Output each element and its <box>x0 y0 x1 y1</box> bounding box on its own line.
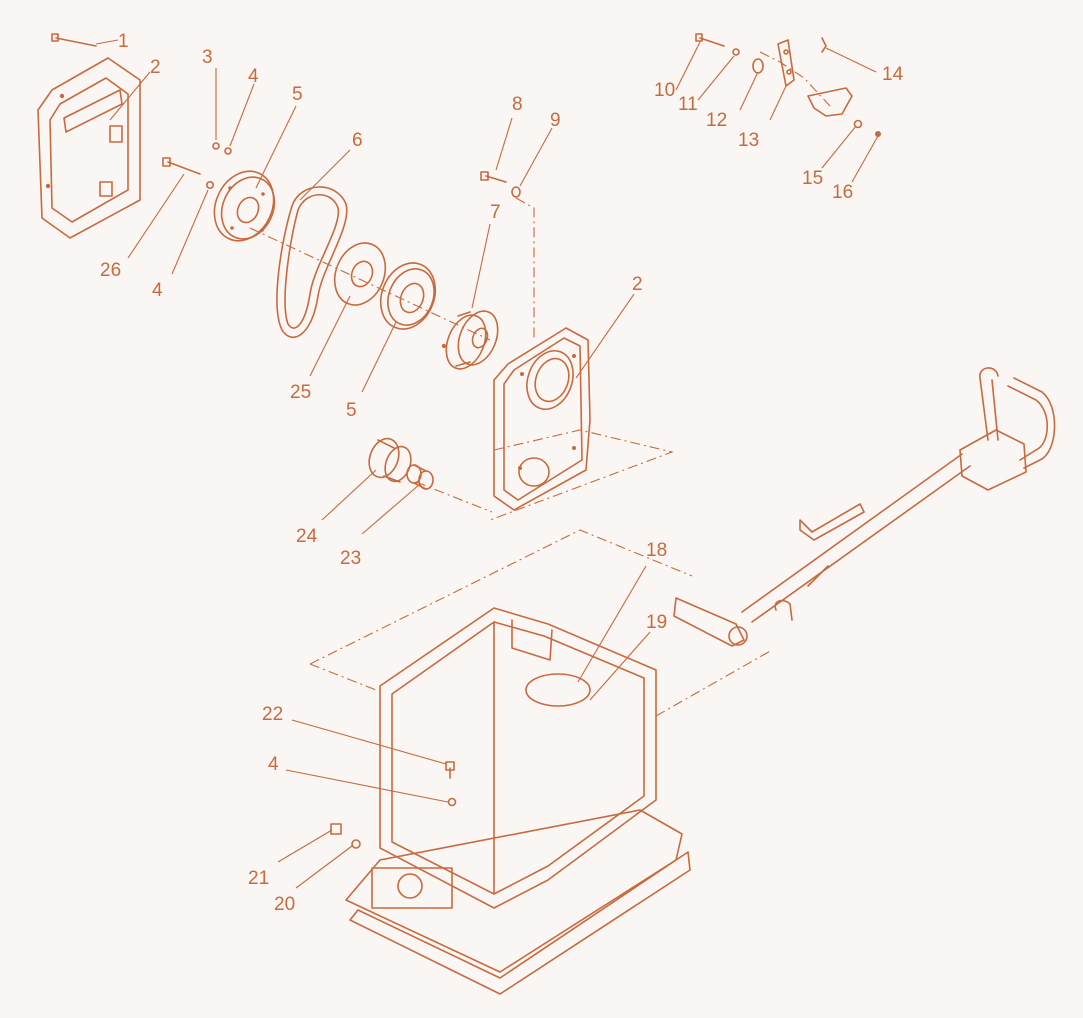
shim-disc-25 <box>333 242 387 306</box>
washer-20 <box>351 839 361 849</box>
callout-4-top: 4 <box>248 66 259 87</box>
callout-6: 6 <box>352 130 363 151</box>
leader-lines <box>95 39 879 889</box>
callout-13: 13 <box>738 130 759 151</box>
compactor-frame <box>379 607 657 909</box>
washer-12 <box>752 58 764 74</box>
nut-16 <box>875 131 881 137</box>
washer-4a <box>224 147 232 155</box>
screw-1 <box>51 33 97 47</box>
base-plate <box>345 809 691 995</box>
callout-labels: 1 2 3 4 5 6 8 9 7 26 4 25 5 2 24 23 10 1… <box>100 31 904 915</box>
washer-15 <box>853 119 863 129</box>
screw-22 <box>445 761 455 779</box>
screw-10 <box>695 33 725 47</box>
washer-11 <box>732 48 740 56</box>
screw-3 <box>212 142 220 150</box>
callout-4-left: 4 <box>152 280 163 301</box>
callout-14: 14 <box>882 64 904 85</box>
washer-9 <box>511 186 521 198</box>
washer-4c <box>447 797 457 807</box>
callout-8: 8 <box>512 94 523 115</box>
callout-4-lower: 4 <box>268 754 279 775</box>
callout-7: 7 <box>490 202 501 223</box>
callout-22: 22 <box>262 704 283 725</box>
callout-20: 20 <box>274 894 295 915</box>
bushing-23 <box>406 464 434 490</box>
callout-18: 18 <box>646 540 667 561</box>
callout-26: 26 <box>100 260 121 281</box>
clutch-hub-7 <box>441 310 499 370</box>
callout-1: 1 <box>118 31 129 52</box>
engine-mount-plate <box>493 327 591 511</box>
alignment-lines <box>249 51 831 717</box>
throttle-lever-13 <box>777 39 795 87</box>
screw-26 <box>162 157 201 175</box>
pulley-flange-5b <box>379 262 437 330</box>
callout-2-top-left: 2 <box>150 57 161 78</box>
callout-11: 11 <box>678 94 698 115</box>
callout-21: 21 <box>248 868 269 889</box>
callout-10: 10 <box>654 80 675 101</box>
pulley-flange-5a <box>213 170 276 242</box>
screw-8 <box>480 171 507 183</box>
callout-5-top: 5 <box>292 84 303 105</box>
callout-25: 25 <box>290 382 311 403</box>
callout-23: 23 <box>340 548 361 569</box>
spring-14 <box>821 37 827 53</box>
callout-15: 15 <box>802 168 823 189</box>
handle-assembly <box>673 367 1056 647</box>
callout-3: 3 <box>202 47 213 68</box>
callout-19: 19 <box>646 612 667 633</box>
bracket-13b <box>807 87 853 117</box>
belt-cover <box>37 57 141 239</box>
callout-2-plate: 2 <box>632 274 643 295</box>
v-belt-6 <box>276 186 348 339</box>
screw-21 <box>330 823 342 835</box>
callout-16: 16 <box>832 182 853 203</box>
callout-9: 9 <box>550 110 561 131</box>
callout-5-lower: 5 <box>346 400 357 421</box>
callout-12: 12 <box>706 110 727 131</box>
washer-4b <box>206 181 215 190</box>
callout-24: 24 <box>296 526 318 547</box>
